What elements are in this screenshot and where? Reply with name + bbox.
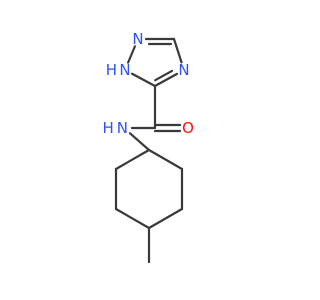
bond-n4-c3 bbox=[153, 72, 179, 88]
bond-n4-c3-inner bbox=[154, 69, 174, 82]
atom-label-n4: N bbox=[178, 61, 189, 79]
bond-n_amide-r1 bbox=[128, 132, 151, 152]
atom-label-n2: N bbox=[132, 30, 143, 48]
bond-r6-r1 bbox=[147, 148, 184, 171]
bond-r4-r5 bbox=[147, 207, 184, 230]
atom-label-n_amide: H N bbox=[103, 119, 129, 137]
atom-label-n1-hydrogen: H bbox=[106, 61, 117, 79]
bond-r1-r2 bbox=[114, 148, 151, 171]
atom-label-n1: N bbox=[119, 61, 130, 79]
bond-c3-n1 bbox=[130, 72, 157, 88]
atom-label-o: O bbox=[182, 119, 194, 137]
bond-n1-n2 bbox=[126, 45, 137, 64]
bond-r3-r4 bbox=[114, 207, 151, 230]
bond-c5-n4 bbox=[172, 37, 183, 64]
bond-layer bbox=[114, 37, 184, 264]
